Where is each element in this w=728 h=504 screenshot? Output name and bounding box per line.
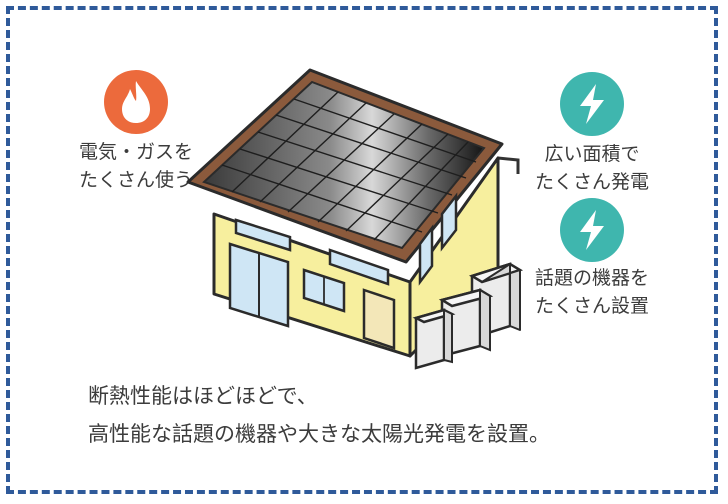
gas-label-line2: たくさん使う (78, 169, 193, 191)
equipment-label-line1: 話題の機器を (534, 267, 649, 289)
flame-icon (104, 70, 168, 134)
lightning-icon (560, 198, 624, 262)
gas-label: 電気・ガスを たくさん使う (72, 138, 200, 194)
solar-label-line1: 広い面積で (544, 143, 640, 165)
house-illustration (186, 68, 524, 370)
solar-label-line2: たくさん発電 (534, 171, 649, 193)
lightning-icon (560, 72, 624, 136)
equipment-label: 話題の機器を たくさん設置 (528, 264, 656, 320)
solar-label: 広い面積で たくさん発電 (528, 140, 656, 196)
caption-line2: 高性能な話題の機器や大きな太陽光発電を設置。 (88, 422, 550, 446)
gas-label-line1: 電気・ガスを (78, 141, 193, 163)
equipment-label-line2: たくさん設置 (534, 295, 649, 317)
caption-line1: 断熱性能はほどほどで、 (88, 384, 318, 408)
